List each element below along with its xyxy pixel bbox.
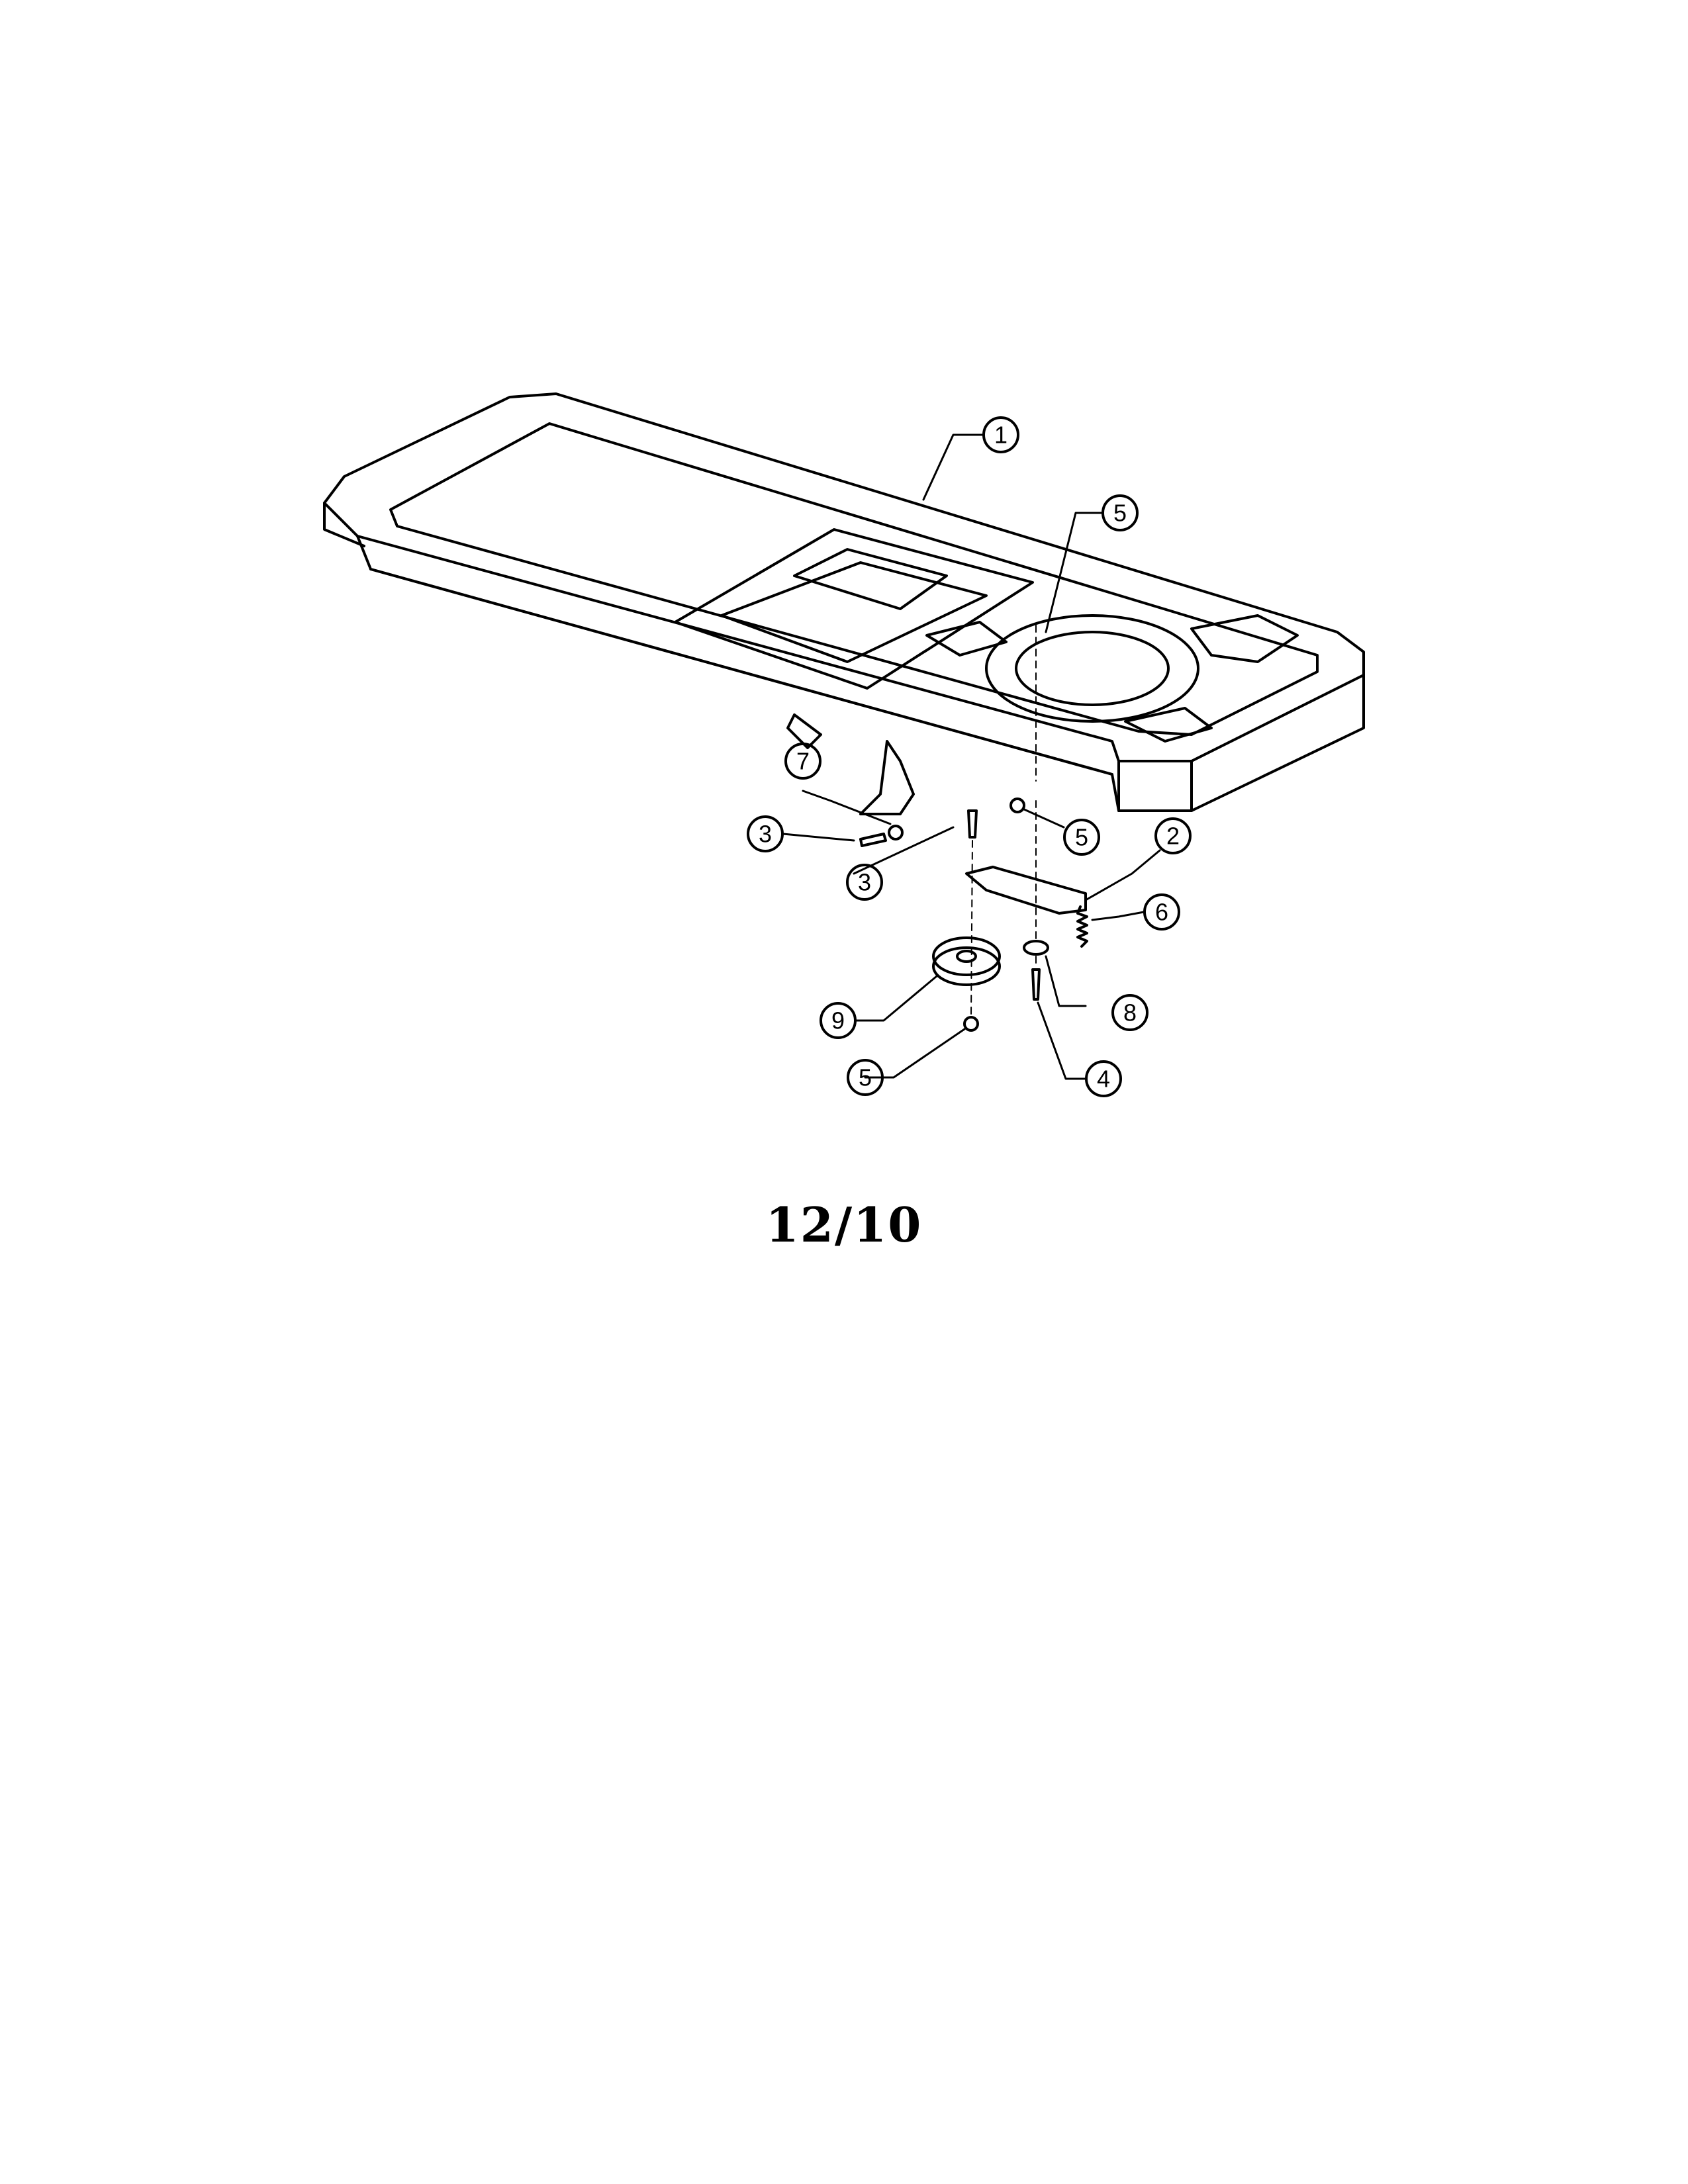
callout-3-left: 3	[759, 821, 772, 848]
bolt-part-3-horizontal	[859, 833, 887, 847]
callout-5-upper: 5	[1113, 500, 1127, 527]
callout-3-center: 3	[858, 869, 871, 896]
callout-1: 1	[994, 422, 1008, 449]
callout-2: 2	[1166, 823, 1180, 850]
pulley-part	[932, 936, 1001, 986]
callout-8: 8	[1123, 999, 1137, 1026]
callout-circles	[747, 416, 1192, 1097]
callout-5-middle: 5	[1075, 824, 1088, 851]
callout-9: 9	[831, 1007, 845, 1034]
bolt-part-4	[1031, 968, 1041, 1001]
nut-part-5-lower	[963, 1016, 979, 1032]
frame-deck	[323, 392, 1365, 815]
page-label: 12/10	[765, 1197, 923, 1253]
bolt-part-3-vertical	[967, 809, 978, 839]
nut-part-5-upper	[1009, 797, 1025, 813]
callout-5-lower: 5	[859, 1064, 872, 1091]
callout-7: 7	[796, 748, 810, 775]
washer-part	[1023, 940, 1049, 956]
pivot-arm	[965, 866, 1087, 915]
callout-6: 6	[1155, 899, 1168, 926]
spring-part	[1076, 905, 1088, 948]
callout-4: 4	[1097, 1066, 1110, 1093]
